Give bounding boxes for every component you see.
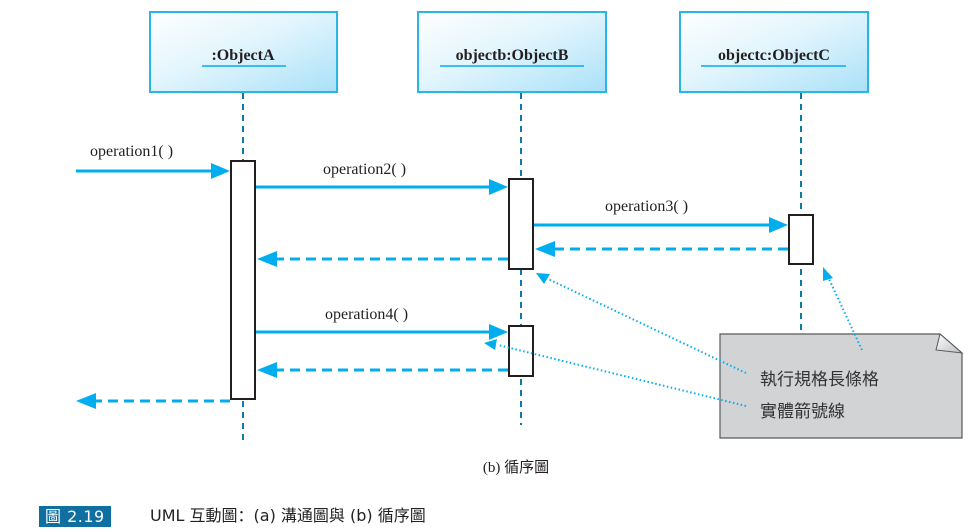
- sequence-diagram: :ObjectA objectb:ObjectB objectc:ObjectC…: [76, 11, 964, 476]
- pointer-arrowhead-icon: [484, 339, 497, 350]
- pointer-arrowhead-icon: [823, 267, 833, 281]
- object-c: objectc:ObjectC: [679, 11, 869, 93]
- subfigure-caption: (b) 循序圖: [483, 459, 549, 476]
- pointer-to-activation-c: [823, 267, 863, 351]
- note-body: [719, 333, 963, 439]
- arrowhead-icon: [211, 163, 230, 179]
- message-operation1: operation1( ): [76, 143, 230, 179]
- dotted-pointer-line: [497, 344, 747, 407]
- return-c-to-b: [535, 241, 788, 257]
- arrowhead-icon: [489, 324, 508, 340]
- message-label: operation4( ): [325, 306, 408, 323]
- object-b: objectb:ObjectB: [417, 11, 607, 93]
- message-label: operation3( ): [605, 198, 688, 215]
- arrowhead-icon: [257, 362, 277, 378]
- object-a-box: [149, 11, 338, 93]
- activation-bar-b-2: [508, 325, 534, 377]
- activation-bar-a: [230, 160, 256, 400]
- pointer-to-activation-b: [536, 273, 747, 374]
- activation-bar-c: [788, 214, 814, 265]
- pointer-arrowhead-icon: [536, 273, 550, 284]
- note-fold-corner-icon: [935, 333, 964, 354]
- object-a-label: :ObjectA: [211, 47, 275, 64]
- note-pointers: [484, 267, 863, 407]
- message-operation2: operation2( ): [256, 161, 508, 195]
- return-b-to-a-2: [257, 362, 508, 378]
- message-label: operation1( ): [90, 143, 173, 160]
- figure-number-badge: 圖 2.19: [39, 506, 111, 527]
- return-b-to-a: [257, 251, 508, 267]
- dotted-pointer-line: [545, 277, 747, 374]
- arrowhead-icon: [769, 217, 788, 233]
- arrowhead-icon: [257, 251, 277, 267]
- annotation-note: 執行規格長條格 實體箭號線: [719, 333, 964, 439]
- arrowhead-icon: [76, 393, 96, 409]
- arrowhead-icon: [535, 241, 555, 257]
- note-line-arrow: 實體箭號線: [760, 402, 845, 422]
- dotted-pointer-line: [828, 278, 863, 351]
- object-c-label: objectc:ObjectC: [718, 47, 830, 64]
- object-c-box: [679, 11, 869, 93]
- message-operation3: operation3( ): [534, 198, 788, 233]
- pointer-to-message-arrow: [484, 339, 747, 407]
- message-label: operation2( ): [323, 161, 406, 178]
- note-line-execution-spec: 執行規格長條格: [760, 370, 879, 390]
- arrowhead-icon: [489, 179, 508, 195]
- activation-bar-b-1: [508, 178, 534, 270]
- return-a-to-caller: [76, 393, 230, 409]
- object-b-label: objectb:ObjectB: [456, 47, 569, 64]
- object-a: :ObjectA: [149, 11, 338, 93]
- figure-caption: UML 互動圖：(a) 溝通圖與 (b) 循序圖: [150, 506, 426, 525]
- message-operation4: operation4( ): [256, 306, 508, 340]
- object-b-box: [417, 11, 607, 93]
